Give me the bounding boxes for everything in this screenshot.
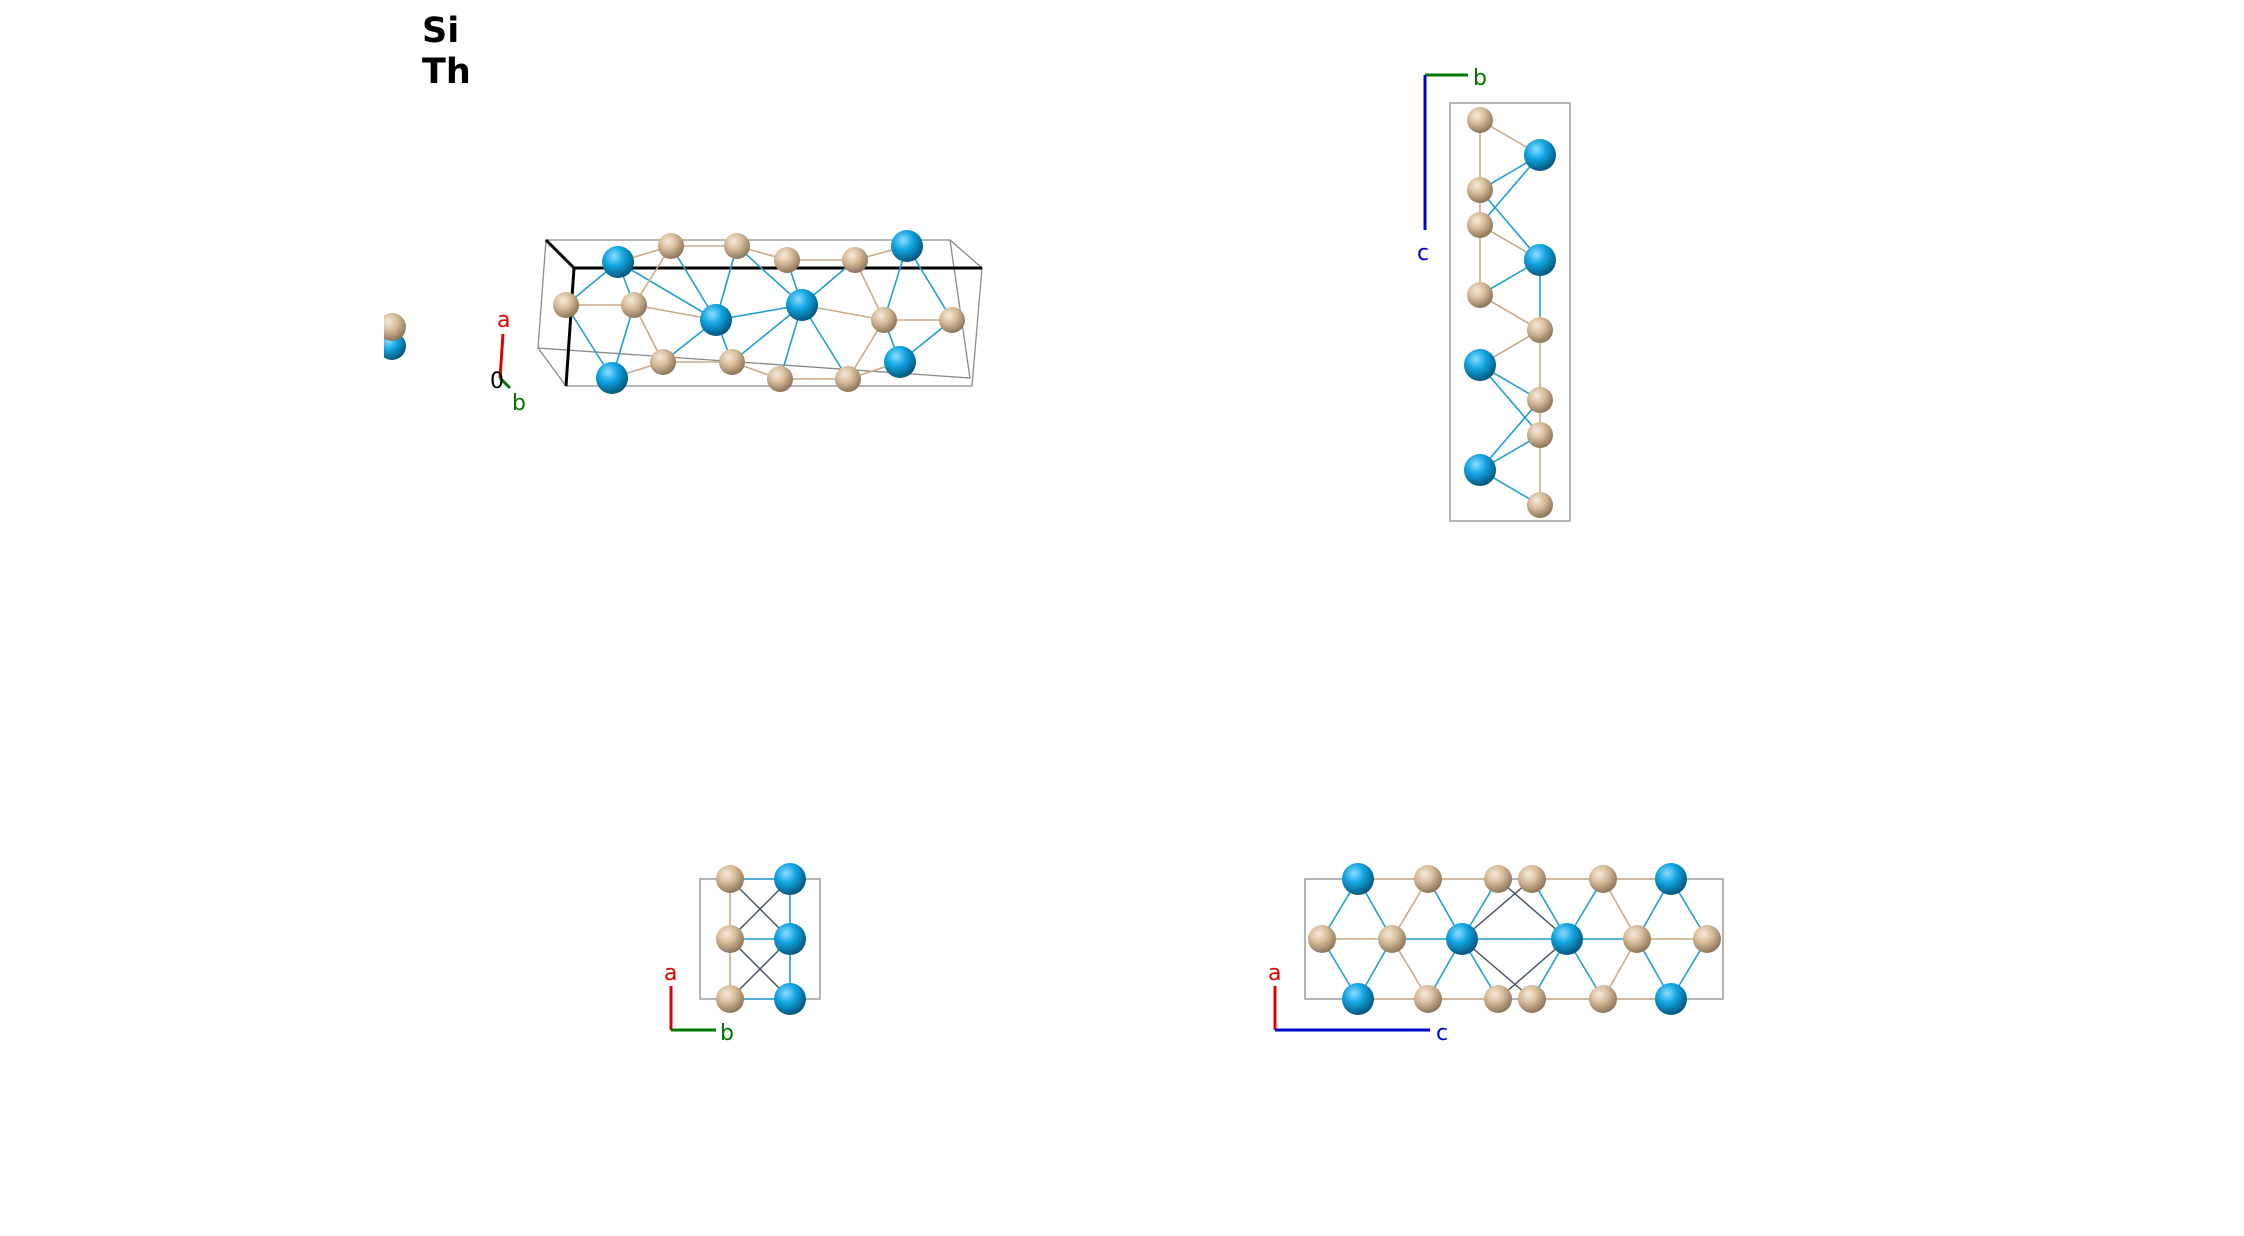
si-atom — [1467, 107, 1493, 133]
bc-atoms — [1464, 107, 1556, 518]
si-atom — [1414, 865, 1442, 893]
bc-axis-triad: b c — [1417, 66, 1487, 266]
th-atom — [700, 304, 732, 336]
perspective-atoms — [553, 230, 965, 394]
th-atom — [774, 863, 806, 895]
ac-axis-triad: a c — [1268, 961, 1448, 1046]
th-atom — [1464, 349, 1496, 381]
th-atom — [1655, 983, 1687, 1015]
si-atom — [871, 307, 897, 333]
si-atom — [835, 366, 861, 392]
si-atom — [716, 865, 744, 893]
axis-a-line — [498, 333, 505, 379]
si-atom — [1467, 212, 1493, 238]
si-atom — [621, 292, 647, 318]
axis-a-label: a — [664, 961, 677, 986]
axis-c-label: c — [1417, 241, 1429, 266]
th-atom — [1342, 983, 1374, 1015]
si-atom — [650, 349, 676, 375]
th-atom — [596, 362, 628, 394]
legend-si-label: Si — [422, 11, 459, 51]
th-atom — [1524, 139, 1556, 171]
legend-atom-swatches — [364, 300, 406, 370]
th-atom — [891, 230, 923, 262]
axis-b-label: b — [512, 391, 526, 416]
perspective-view: a b 0 — [490, 230, 983, 416]
si-atom — [774, 247, 800, 273]
th-atom — [786, 289, 818, 321]
si-atom — [1414, 985, 1442, 1013]
si-atom — [1378, 925, 1406, 953]
th-atom — [1446, 923, 1478, 955]
si-atom — [1527, 422, 1553, 448]
si-atom — [1484, 865, 1512, 893]
si-atom — [842, 247, 868, 273]
si-atom — [939, 307, 965, 333]
si-atom — [716, 925, 744, 953]
cell-outline — [1304, 878, 1724, 1000]
bc-bonds — [1479, 119, 1541, 506]
axis-c-label: c — [1436, 1021, 1448, 1046]
si-atom — [1589, 865, 1617, 893]
th-atom — [1655, 863, 1687, 895]
axis-b-label: b — [720, 1021, 734, 1046]
axis-origin-label: 0 — [490, 369, 504, 394]
si-atom — [1623, 925, 1651, 953]
th-atom — [602, 246, 634, 278]
axis-b-label: b — [1473, 66, 1487, 91]
ab-axis-triad: a b — [664, 961, 734, 1046]
si-atom — [1484, 985, 1512, 1013]
axis-a-label: a — [1268, 961, 1281, 986]
si-atom — [1527, 317, 1553, 343]
si-atom — [1693, 925, 1721, 953]
th-atom — [1464, 454, 1496, 486]
ab-atoms — [716, 863, 806, 1015]
th-atom — [774, 983, 806, 1015]
bond — [617, 261, 717, 321]
si-atom — [724, 233, 750, 259]
si-atom — [1527, 492, 1553, 518]
si-atom — [1518, 985, 1546, 1013]
si-atom — [1467, 282, 1493, 308]
si-atom-swatch — [378, 313, 406, 341]
axis-b-line — [498, 376, 512, 390]
axis-a-label: a — [497, 308, 510, 333]
perspective-axis-triad: a b 0 — [490, 308, 526, 416]
th-atom — [1524, 244, 1556, 276]
th-atom — [774, 923, 806, 955]
si-atom — [767, 366, 793, 392]
cell-back-face — [537, 239, 971, 379]
bc-plane-view: b c — [1417, 66, 1571, 522]
th-atom — [1342, 863, 1374, 895]
th-atom — [884, 346, 916, 378]
si-atom — [1589, 985, 1617, 1013]
ab-plane-view: a b — [664, 863, 821, 1046]
ac-atoms — [1308, 863, 1721, 1015]
si-atom — [716, 985, 744, 1013]
si-atom — [1308, 925, 1336, 953]
si-atom — [1527, 387, 1553, 413]
si-atom — [658, 233, 684, 259]
si-atom — [719, 349, 745, 375]
si-atom — [1467, 177, 1493, 203]
si-atom — [1518, 865, 1546, 893]
th-atom — [1551, 923, 1583, 955]
si-atom — [553, 292, 579, 318]
ac-plane-view: a c — [1268, 863, 1724, 1046]
legend-th-label: Th — [422, 52, 471, 92]
element-legend: Si Th — [422, 11, 471, 92]
cell-outline — [1449, 102, 1571, 522]
